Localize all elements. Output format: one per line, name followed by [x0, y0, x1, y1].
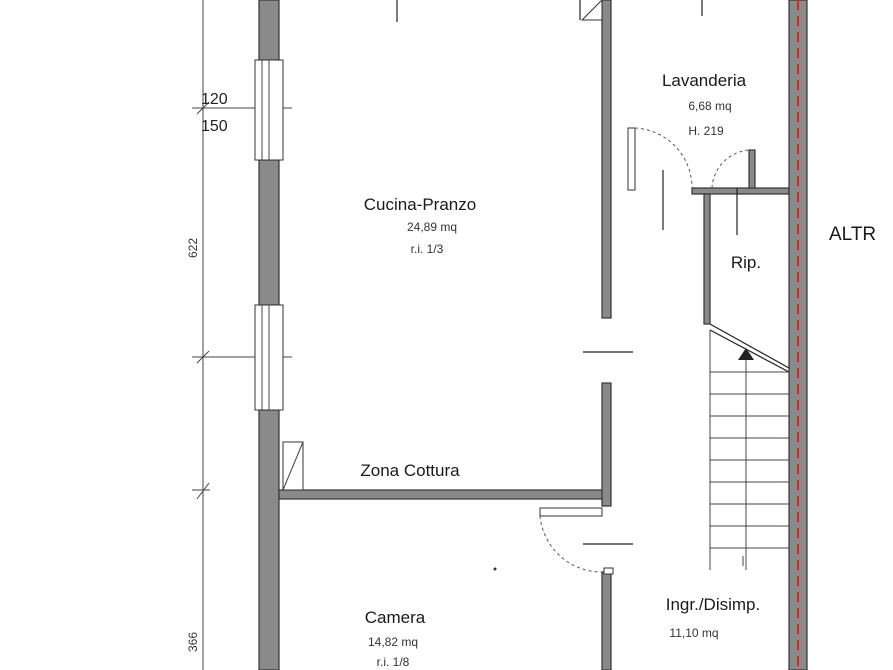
exterior-wall-right — [788, 0, 808, 670]
zona-cottura-name: Zona Cottura — [360, 461, 460, 480]
dim-150: 150 — [201, 118, 228, 135]
lavanderia-name: Lavanderia — [662, 71, 747, 90]
ingresso-name: Ingr./Disimp. — [666, 595, 760, 614]
lavanderia-area: 6,68 mq — [688, 99, 731, 113]
cucina-area: 24,89 mq — [407, 220, 457, 234]
cucina-name: Cucina-Pranzo — [364, 195, 476, 214]
cucina-ratio: r.i. 1/3 — [411, 242, 444, 256]
rip-name: Rip. — [731, 253, 761, 272]
outside-label: ALTR — [829, 224, 876, 245]
camera-area: 14,82 mq — [368, 635, 418, 649]
dim-366: 366 — [186, 632, 200, 652]
camera-door — [493, 507, 614, 575]
camera-name: Camera — [365, 608, 426, 627]
staircase — [709, 323, 790, 570]
dim-622: 622 — [186, 238, 200, 258]
dimension-chain — [192, 0, 292, 670]
ripostiglio — [691, 149, 791, 325]
window-upper — [254, 59, 284, 161]
dim-120: 120 — [201, 91, 228, 108]
camera-ratio: r.i. 1/8 — [377, 655, 410, 669]
lavanderia-door — [627, 127, 693, 230]
top-door-fragments — [396, 0, 703, 22]
lavanderia-height: H. 219 — [688, 124, 724, 138]
window-lower — [254, 304, 284, 411]
ingresso-area: 11,10 mq — [669, 626, 718, 640]
